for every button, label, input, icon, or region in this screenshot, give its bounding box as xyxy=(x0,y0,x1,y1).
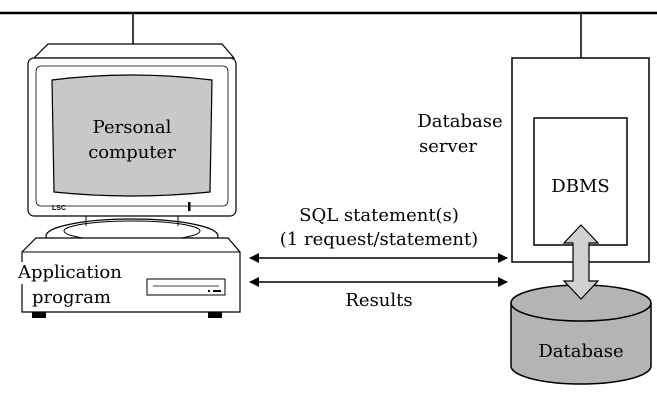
results-label: Results xyxy=(345,290,413,311)
dbms-database-arrow xyxy=(562,224,600,300)
request-label-line2: (1 request/statement) xyxy=(279,229,479,250)
app-program-label-line1: Application xyxy=(16,262,124,284)
monitor-bezel xyxy=(35,65,229,207)
monitor-top xyxy=(32,43,236,59)
database-cylinder xyxy=(510,284,652,385)
computer-brand: LSC xyxy=(52,205,66,212)
server-label-line1: Database xyxy=(417,111,503,132)
database-label: Database xyxy=(538,341,624,362)
computer-label-line1: Personal xyxy=(92,117,172,138)
drive-slot xyxy=(146,278,226,296)
personal-computer xyxy=(21,43,241,318)
monitor-screen xyxy=(51,74,213,197)
dbms-label: DBMS xyxy=(551,176,610,197)
dbms-box xyxy=(533,117,628,246)
network-bus xyxy=(0,11,657,58)
app-program-label-line2: program xyxy=(32,287,111,308)
computer-label-line2: computer xyxy=(88,142,176,163)
power-button-icon xyxy=(188,202,191,211)
server-label-line2: server xyxy=(419,136,477,157)
request-label-line1: SQL statement(s) xyxy=(299,205,459,226)
